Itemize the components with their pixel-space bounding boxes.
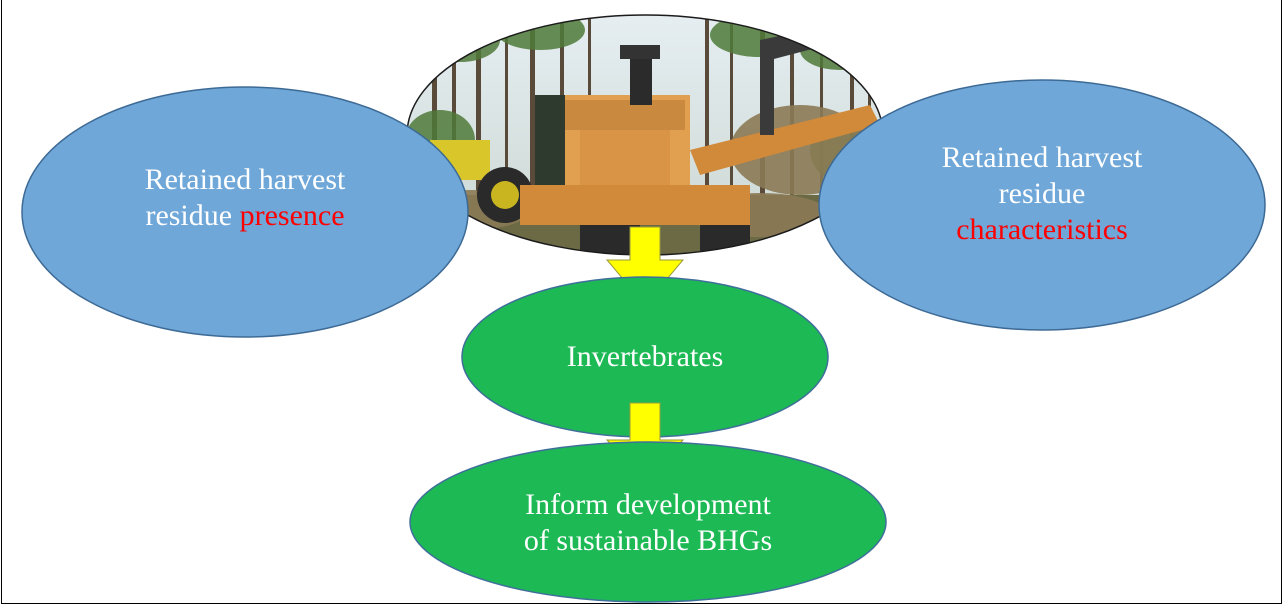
inform-node-label: Inform development of sustainable BHGs	[430, 487, 866, 559]
inform-label-line1: Inform development	[525, 488, 771, 521]
characteristics-node-shape	[818, 79, 1266, 331]
presence-label-prefix: residue	[145, 199, 240, 232]
invertebrates-label-text: Invertebrates	[566, 340, 724, 373]
characteristics-label-line2: residue	[998, 177, 1086, 210]
characteristics-highlight-word: characteristics	[956, 213, 1128, 246]
invertebrates-node-label: Invertebrates	[465, 339, 825, 375]
presence-highlight-word: presence	[239, 199, 345, 232]
inform-node-shape	[409, 441, 887, 603]
presence-node-shape	[21, 86, 469, 338]
inform-label-line2: of sustainable BHGs	[523, 524, 773, 557]
presence-label-line1: Retained harvest	[144, 163, 346, 196]
characteristics-node-label: Retained harvest residue characteristics	[857, 140, 1227, 248]
presence-node-label: Retained harvest residue presence	[60, 162, 430, 234]
characteristics-label-line1: Retained harvest	[941, 141, 1143, 174]
presence-label-line2: residue presence	[60, 198, 430, 234]
